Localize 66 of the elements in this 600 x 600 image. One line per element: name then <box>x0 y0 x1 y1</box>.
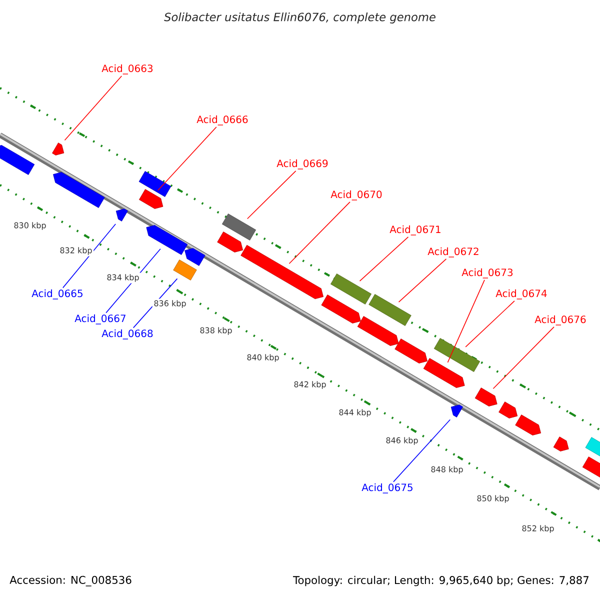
scale-label: 832 kbp <box>58 246 94 256</box>
leader-line <box>492 326 554 390</box>
gene-shape <box>368 294 412 326</box>
leader-line <box>62 224 116 288</box>
scale-label: 836 kbp <box>152 298 188 310</box>
leader-line <box>132 278 178 328</box>
gene-shape <box>0 145 35 175</box>
footer-text: Accession: NC_008536 <box>10 576 132 586</box>
gene-shape <box>357 316 399 346</box>
scale-label: 844 kbp <box>337 408 373 418</box>
gene-shape <box>321 294 361 324</box>
leader-line <box>64 76 122 141</box>
gene-shape <box>184 248 206 266</box>
leader-line <box>158 126 217 191</box>
gene-shape <box>240 244 324 300</box>
leader-line <box>398 258 447 302</box>
scale-label: 834 kbp <box>105 272 141 284</box>
gene-shape <box>116 208 128 222</box>
scale-label: 840 kbp <box>245 352 281 364</box>
leader-line <box>246 170 296 220</box>
gene-shape <box>423 358 465 388</box>
gene-label: Acid_0674 <box>496 289 547 300</box>
gene-label: Acid_0663 <box>102 64 153 74</box>
scale-label: 846 kbp <box>384 436 420 446</box>
gene-label: Acid_0672 <box>428 247 478 258</box>
leader-line <box>393 419 451 482</box>
gene-shape <box>450 404 463 418</box>
scale-label: 838 kbp <box>198 326 234 336</box>
gene-label: Acid_0676 <box>534 315 586 326</box>
gene-shape <box>553 436 569 452</box>
gene-shape <box>498 402 518 418</box>
gene-shape <box>146 225 188 255</box>
gene-shape <box>138 171 172 197</box>
gene-shape <box>53 172 105 208</box>
gene-shape <box>173 260 197 280</box>
scale-label: 830 kbp <box>12 220 48 232</box>
gene-shape <box>222 214 256 240</box>
gene-shape <box>582 456 600 480</box>
gene-shape <box>52 142 64 156</box>
gene-label: Acid_0675 <box>362 483 412 494</box>
gene-label: Acid_0667 <box>74 314 126 324</box>
footer-text: Topology: circular; Length: 9,965,640 bp; Genes: 7,887 <box>293 576 588 586</box>
leader-line <box>288 202 350 264</box>
scale-label: 850 kbp <box>475 494 511 504</box>
scale-label: 848 kbp <box>429 464 465 476</box>
gene-shape <box>434 338 480 372</box>
scale-label: 842 kbp <box>292 380 328 390</box>
gene-label: Acid_0670 <box>330 190 382 200</box>
gene-shape <box>139 189 164 209</box>
gene-label: Acid_0671 <box>390 225 440 236</box>
gene-label: Acid_0666 <box>196 115 248 126</box>
title: Solibacter usitatus Ellin6076, complete genome <box>164 12 436 24</box>
gene-shape <box>330 274 372 304</box>
gene-label: Acid_0668 <box>102 329 153 340</box>
scale-label: 852 kbp <box>520 524 556 534</box>
gene-shape <box>217 232 244 252</box>
gene-label: Acid_0673 <box>462 268 513 278</box>
leader-line <box>359 236 409 282</box>
gene-label: Acid_0665 <box>32 289 82 300</box>
gene-shape <box>474 388 498 406</box>
gene-shape <box>394 338 428 364</box>
gene-shape <box>515 414 542 436</box>
leader-line <box>447 280 485 363</box>
gene-shape <box>585 437 600 459</box>
gene-label: Acid_0669 <box>276 159 328 170</box>
leader-line <box>465 300 515 348</box>
